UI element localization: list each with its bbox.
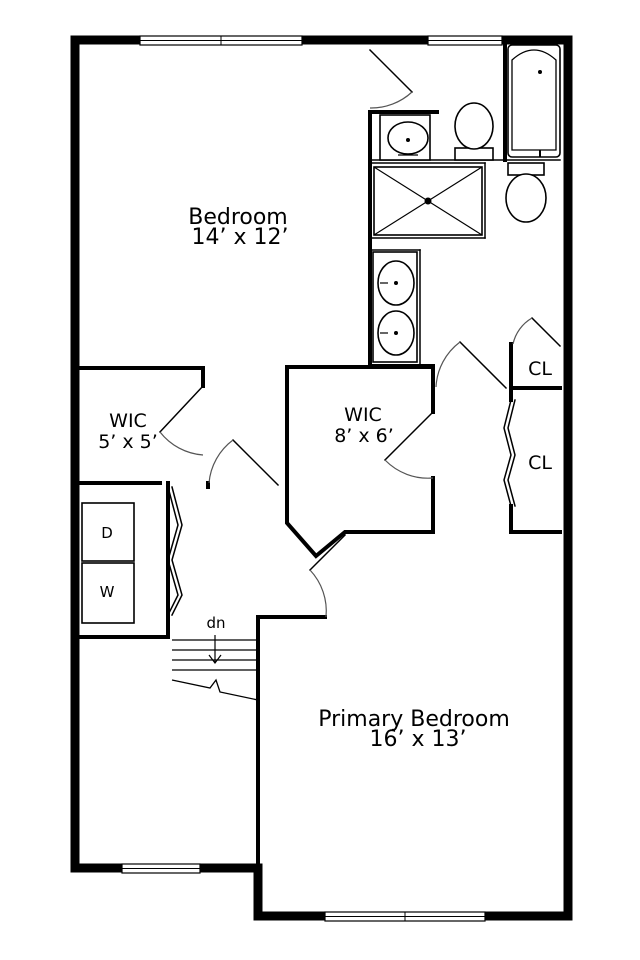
stairs [171,635,259,701]
bedroom-name: Bedroom [188,205,288,230]
bathtub [507,44,561,158]
washer-label: W [100,583,115,601]
washer [81,562,135,624]
shower [373,166,483,236]
bathroom-fixtures [372,44,561,363]
dryer [81,502,135,562]
labels: Bedroom 14’ x 12’ WIC 5’ x 5’ WIC 8’ x 6… [98,205,552,752]
wic-small-size: 5’ x 5’ [98,431,158,453]
toilet-lower [505,162,547,223]
wic-small-name: WIC [109,410,147,432]
wic-large-name: WIC [344,404,382,426]
windows [121,35,503,922]
stairs-label: dn [206,614,225,632]
doors [158,48,562,618]
dryer-label: D [101,524,113,542]
laundry [81,502,135,624]
closet-top-label: CL [528,358,552,380]
double-sink [372,251,418,363]
sink-upper [379,114,431,161]
primary-bedroom-name: Primary Bedroom [318,707,510,732]
toilet-upper [454,102,494,161]
wic-large-size: 8’ x 6’ [334,425,394,447]
primary-bedroom-size: 16’ x 13’ [370,727,467,752]
bedroom-size: 14’ x 12’ [192,225,289,250]
interior-walls [73,38,562,870]
exterior-walls [70,35,573,921]
closet-bottom-label: CL [528,452,552,474]
